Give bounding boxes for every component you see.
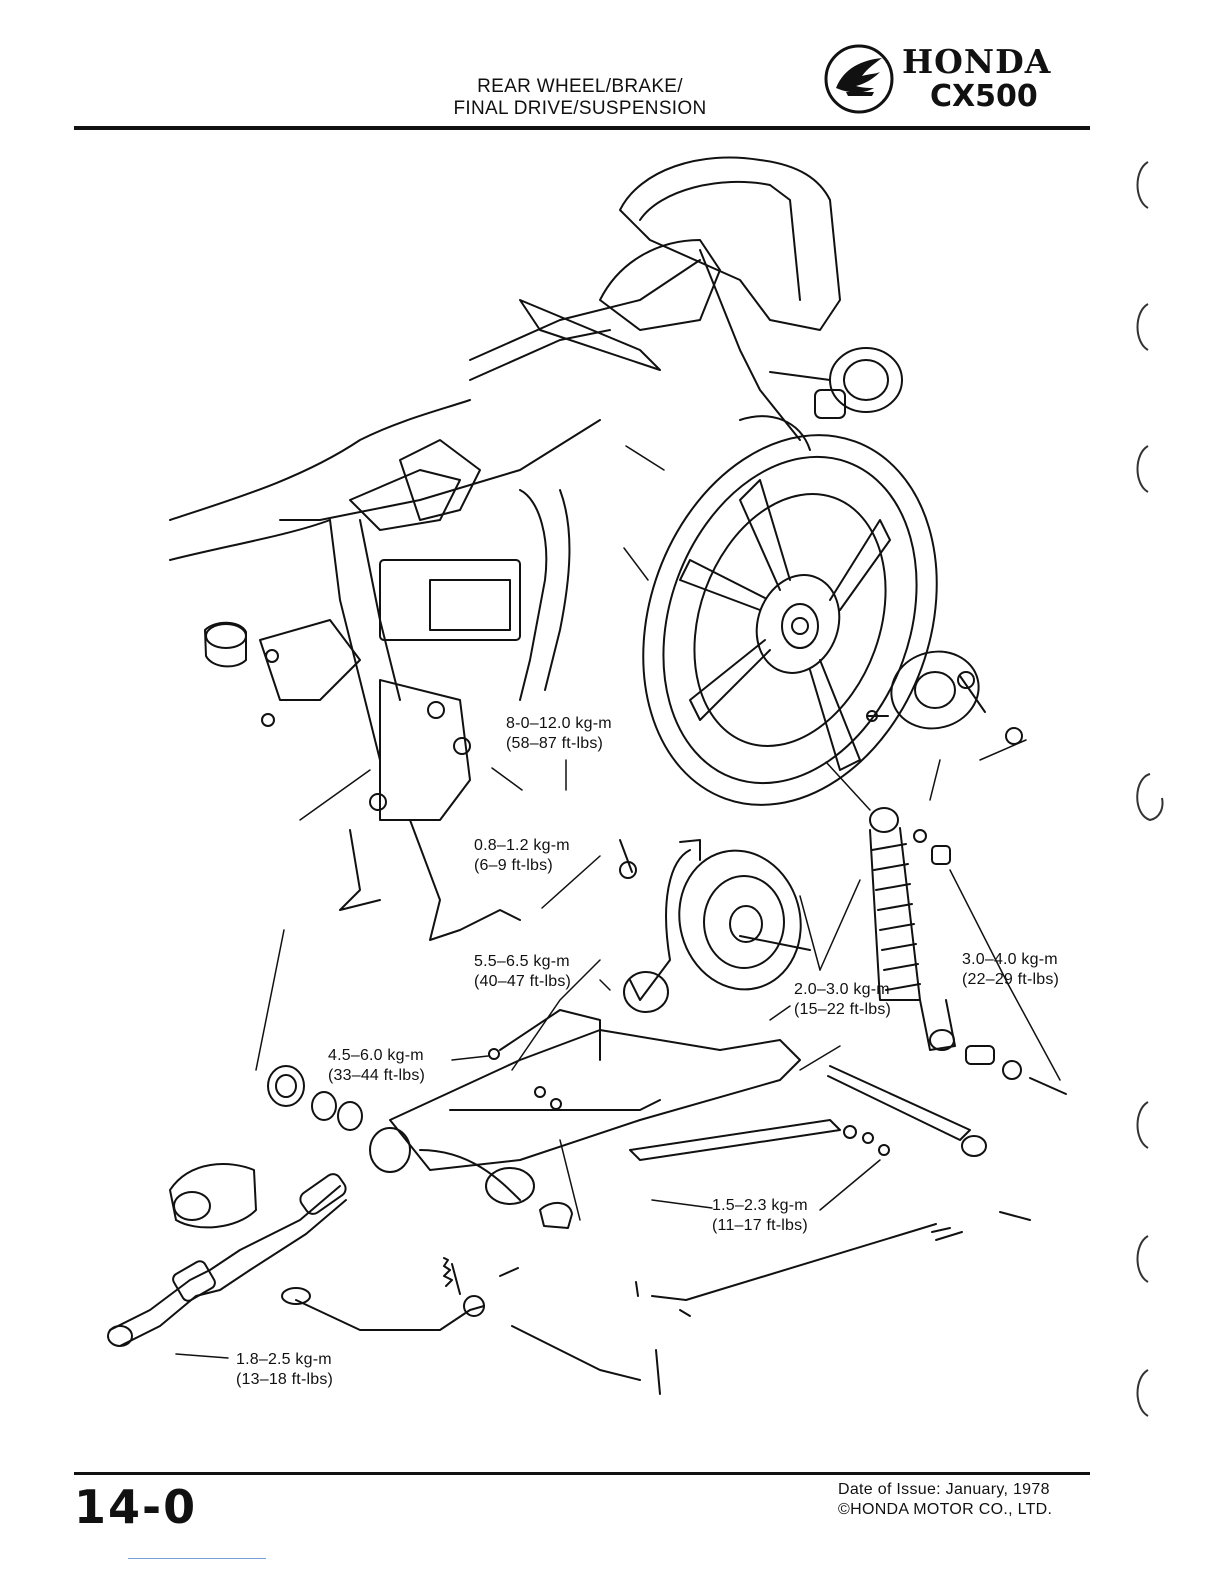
issue-date: Date of Issue: January, 1978 bbox=[838, 1481, 1050, 1498]
torque-callout-final-drive-nut: 5.5–6.5 kg-m (40–47 ft-lbs) bbox=[474, 952, 571, 992]
header-rule bbox=[74, 126, 1090, 130]
torque-metric: 2.0–3.0 kg-m bbox=[794, 981, 890, 998]
footer-rule bbox=[74, 1472, 1090, 1475]
torque-callout-final-drive-bolts: 2.0–3.0 kg-m (15–22 ft-lbs) bbox=[794, 980, 891, 1020]
torque-imperial: (22–29 ft-lbs) bbox=[962, 971, 1060, 988]
binder-hole-mark bbox=[1136, 303, 1149, 351]
tail-light-assembly bbox=[769, 347, 903, 419]
final-drive-unit bbox=[619, 839, 811, 1013]
torque-imperial: (13–18 ft-lbs) bbox=[236, 1371, 334, 1388]
honda-wing-logo bbox=[824, 44, 894, 114]
issue-block: Date of Issue: January, 1978 ©HONDA MOTO… bbox=[838, 1480, 1052, 1520]
torque-callout-stopper-arm: 1.5–2.3 kg-m (11–17 ft-lbs) bbox=[712, 1196, 808, 1236]
torque-callout-axle-nut: 8-0–12.0 kg-m (58–87 ft-lbs) bbox=[506, 714, 612, 754]
seat-frame bbox=[469, 156, 841, 451]
binder-hole-mark bbox=[1136, 773, 1164, 822]
scan-underline bbox=[128, 1558, 266, 1559]
torque-callout-axle-pinch: 0.8–1.2 kg-m (6–9 ft-lbs) bbox=[474, 836, 570, 876]
torque-metric: 1.5–2.3 kg-m bbox=[712, 1197, 808, 1214]
binder-hole-mark bbox=[1136, 445, 1149, 493]
model-name: CX500 bbox=[930, 79, 1038, 114]
brand-block: HONDA CX500 bbox=[902, 44, 1051, 114]
leader-arrows bbox=[175, 445, 1061, 1359]
torque-imperial: (15–22 ft-lbs) bbox=[794, 1001, 892, 1018]
section-title-line-2: FINAL DRIVE/SUSPENSION bbox=[453, 98, 707, 119]
torque-imperial: (33–44 ft-lbs) bbox=[328, 1067, 426, 1084]
brand-name: HONDA bbox=[902, 42, 1052, 81]
brake-panel bbox=[866, 650, 1023, 745]
torque-imperial: (6–9 ft-lbs) bbox=[474, 857, 553, 874]
swing-arm bbox=[369, 1009, 987, 1229]
section-title-line-1: REAR WHEEL/BRAKE/ bbox=[477, 76, 683, 97]
torque-imperial: (58–87 ft-lbs) bbox=[506, 735, 604, 752]
torque-metric: 3.0–4.0 kg-m bbox=[962, 951, 1058, 968]
pivot-bearings bbox=[169, 1065, 363, 1229]
binder-hole-mark bbox=[1136, 1101, 1149, 1149]
torque-imperial: (11–17 ft-lbs) bbox=[712, 1217, 808, 1234]
torque-callout-pivot-locknut: 4.5–6.0 kg-m (33–44 ft-lbs) bbox=[328, 1046, 425, 1086]
brake-pedal-linkage bbox=[281, 1211, 1031, 1395]
torque-imperial: (40–47 ft-lbs) bbox=[474, 973, 572, 990]
torque-metric: 4.5–6.0 kg-m bbox=[328, 1047, 424, 1064]
binder-hole-mark bbox=[1136, 161, 1149, 209]
torque-callout-drive-shaft-bolt: 1.8–2.5 kg-m (13–18 ft-lbs) bbox=[236, 1350, 333, 1390]
torque-metric: 8-0–12.0 kg-m bbox=[506, 715, 612, 732]
main-frame bbox=[169, 399, 601, 941]
drive-shaft bbox=[107, 1173, 347, 1347]
shock-absorber bbox=[869, 807, 1067, 1095]
torque-metric: 5.5–6.5 kg-m bbox=[474, 953, 570, 970]
copyright: ©HONDA MOTOR CO., LTD. bbox=[838, 1501, 1053, 1518]
rear-wheel bbox=[642, 434, 938, 806]
torque-callout-shock-mount: 3.0–4.0 kg-m (22–29 ft-lbs) bbox=[962, 950, 1059, 990]
torque-metric: 1.8–2.5 kg-m bbox=[236, 1351, 332, 1368]
torque-metric: 0.8–1.2 kg-m bbox=[474, 837, 570, 854]
binder-hole-mark bbox=[1136, 1235, 1149, 1283]
binder-hole-mark bbox=[1136, 1369, 1149, 1417]
page-number: 14-0 bbox=[74, 1480, 198, 1534]
section-title: REAR WHEEL/BRAKE/ FINAL DRIVE/SUSPENSION bbox=[420, 76, 740, 120]
